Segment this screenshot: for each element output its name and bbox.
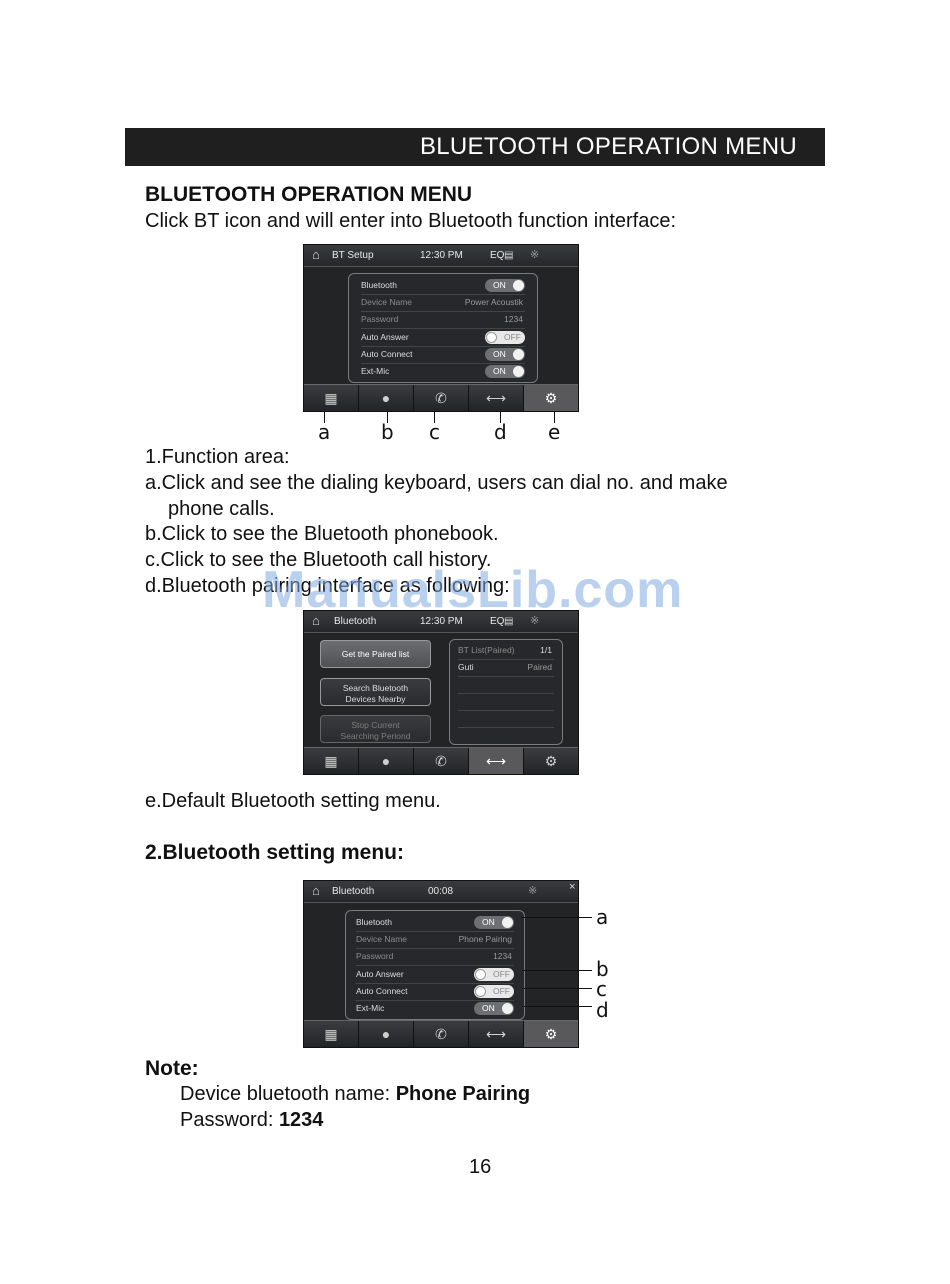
screen-topbar: ⌂ Bluetooth 12:30 PM EQ ▤ ※ [304, 611, 578, 633]
intro-text: Click BT icon and will enter into Blueto… [145, 210, 677, 232]
bt-pairing-screen: ⌂ Bluetooth 12:30 PM EQ ▤ ※ Get the Pair… [303, 610, 579, 775]
screen-topbar: ⌂ BT Setup 12:30 PM EQ ▤ ※ [304, 245, 578, 267]
function-item-b: b.Click to see the Bluetooth phonebook. [145, 523, 499, 545]
function-item-a-cont: phone calls. [168, 498, 275, 520]
page-number: 16 [469, 1156, 492, 1178]
function-area-title: 1.Function area: [145, 446, 290, 468]
contact-icon[interactable]: ● [359, 385, 414, 411]
function-bar: ▦ ● ✆ ⟷ ⚙ [304, 1020, 578, 1047]
bluetooth-icon: ※ [530, 249, 540, 261]
function-item-d: d.Bluetooth pairing interface as followi… [145, 575, 510, 597]
screen-title: BT Setup [332, 250, 374, 261]
note-device-name: Device bluetooth name: Phone Pairing [180, 1083, 531, 1105]
bluetooth-toggle[interactable]: ON [474, 916, 514, 929]
setting-row-ext-mic: Ext-Mic ON [356, 1000, 514, 1017]
setting-callout-a: a [596, 905, 609, 929]
ext-mic-toggle[interactable]: ON [485, 365, 525, 378]
setting-row-ext-mic: Ext-Mic ON [361, 363, 525, 380]
home-icon[interactable]: ⌂ [312, 883, 320, 898]
function-item-a: a.Click and see the dialing keyboard, us… [145, 472, 728, 494]
setting-heading: 2.Bluetooth setting menu: [145, 841, 404, 864]
list-item [458, 676, 554, 694]
eq-bars-icon: ▤ [504, 250, 514, 261]
home-icon[interactable]: ⌂ [312, 247, 320, 262]
watermark: ManualsLib.com [262, 561, 684, 619]
list-item [458, 710, 554, 728]
screen-title: Bluetooth [332, 886, 375, 897]
callout-c: c [429, 420, 440, 444]
callout-b: b [381, 420, 394, 444]
call-history-icon[interactable]: ✆ [414, 1021, 469, 1047]
function-bar: ▦ ● ✆ ⟷ ⚙ [304, 747, 578, 774]
setting-row-bluetooth: Bluetooth ON [356, 914, 514, 932]
call-history-icon[interactable]: ✆ [414, 385, 469, 411]
note-heading: Note: [145, 1057, 199, 1080]
settings-gear-icon[interactable]: ⚙ [544, 753, 558, 769]
screen-topbar: ⌂ Bluetooth 00:08 ※ × [304, 881, 578, 903]
contact-icon[interactable]: ● [359, 1021, 414, 1047]
setting-row-auto-connect: Auto Connect OFF [356, 983, 514, 1001]
callout-d: d [494, 420, 507, 444]
clock: 00:08 [428, 886, 454, 897]
eq-button[interactable]: EQ [490, 616, 505, 627]
call-history-icon[interactable]: ✆ [414, 748, 469, 774]
pairing-icon[interactable]: ⟷ [469, 385, 524, 411]
ext-mic-toggle[interactable]: ON [474, 1002, 514, 1015]
auto-answer-toggle[interactable]: OFF [474, 968, 514, 981]
clock: 12:30 PM [420, 250, 463, 261]
section-header-title: BLUETOOTH OPERATION MENU [419, 133, 797, 160]
item-e: e.Default Bluetooth setting menu. [145, 790, 441, 812]
close-icon[interactable]: × [569, 881, 576, 893]
callout-a: a [318, 420, 331, 444]
setting-row-auto-connect: Auto Connect ON [361, 346, 525, 364]
home-icon[interactable]: ⌂ [312, 613, 320, 628]
section-header-bar: BLUETOOTH OPERATION MENU [125, 128, 825, 166]
intro-heading: BLUETOOTH OPERATION MENU [145, 183, 473, 206]
setting-row-auto-answer: Auto Answer OFF [356, 966, 514, 984]
auto-answer-toggle[interactable]: OFF [485, 331, 525, 344]
screen-title: Bluetooth [334, 616, 377, 627]
function-item-c: c.Click to see the Bluetooth call histor… [145, 549, 492, 571]
function-bar: ▦ ● ✆ ⟷ ⚙ [304, 384, 578, 411]
callout-e: e [548, 420, 561, 444]
setting-callout-d: d [596, 998, 609, 1022]
setting-callout-c: c [596, 977, 607, 1001]
keypad-icon[interactable]: ▦ [304, 1021, 359, 1047]
bluetooth-icon: ※ [528, 885, 538, 897]
paired-list-header: BT List(Paired)1/1 [458, 642, 554, 660]
eq-bars-icon: ▤ [504, 616, 514, 627]
clock: 12:30 PM [420, 616, 463, 627]
pairing-icon[interactable]: ⟷ [469, 1021, 524, 1047]
bt-setup-screen: ⌂ BT Setup 12:30 PM EQ ▤ ※ Bluetooth ON … [303, 244, 579, 412]
list-item [458, 693, 554, 711]
setting-callout-b: b [596, 957, 609, 981]
bluetooth-toggle[interactable]: ON [485, 279, 525, 292]
auto-connect-toggle[interactable]: OFF [474, 985, 514, 998]
setting-row-bluetooth: Bluetooth ON [361, 277, 525, 295]
get-paired-list-button[interactable]: Get the Paired list [320, 640, 431, 668]
keypad-icon[interactable]: ▦ [304, 748, 359, 774]
note-password: Password: 1234 [180, 1109, 324, 1131]
bluetooth-icon: ※ [530, 615, 540, 627]
keypad-icon[interactable]: ▦ [304, 385, 359, 411]
bt-setting-screen: ⌂ Bluetooth 00:08 ※ × Bluetooth ON Devic… [303, 880, 579, 1048]
settings-gear-icon[interactable]: ⚙ [524, 385, 578, 411]
setting-row-auto-answer: Auto Answer OFF [361, 329, 525, 347]
auto-connect-toggle[interactable]: ON [485, 348, 525, 361]
pairing-icon[interactable]: ⟷ [469, 748, 524, 774]
settings-gear-icon[interactable]: ⚙ [524, 1021, 578, 1047]
eq-button[interactable]: EQ [490, 250, 505, 261]
contact-icon[interactable]: ● [359, 748, 414, 774]
